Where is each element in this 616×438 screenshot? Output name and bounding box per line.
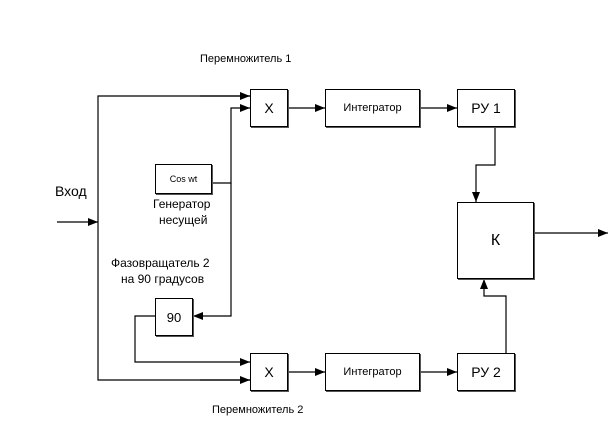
ru1-block: РУ 1 [457, 89, 515, 127]
osc-to-phase [193, 183, 232, 320]
ru2-block: РУ 2 [457, 353, 515, 391]
oscillator-block: Cos wt [155, 164, 212, 194]
multiplier2-label: Перемножитель 2 [212, 404, 304, 416]
oscillator-text: Cos wt [169, 174, 198, 184]
phase-to-mult2 [134, 315, 250, 366]
phase-shifter-text: 90 [166, 309, 182, 325]
integrator1-block: Интегратор [325, 89, 420, 127]
integrator2-block: Интегратор [325, 353, 420, 391]
integrator1-text: Интегратор [343, 102, 402, 114]
ru1-text: РУ 1 [471, 100, 501, 116]
multiplier1-symbol: X [264, 100, 274, 116]
ru2-text: РУ 2 [471, 364, 501, 380]
multiplier2-symbol: X [264, 364, 274, 380]
ru1-to-k [472, 127, 496, 202]
comparator-block: К [457, 202, 534, 279]
phase-shifter-label-line2: на 90 градусов [121, 272, 205, 286]
ru2-to-k [480, 279, 507, 353]
multiplier1-block: X [250, 89, 288, 127]
multiplier2-block: X [250, 353, 288, 391]
phase-shifter-label-line1: Фазовращатель 2 [111, 256, 210, 270]
multiplier1-label: Перемножитель 1 [200, 53, 292, 65]
input-label: Вход [55, 183, 87, 199]
osc-line [211, 104, 250, 184]
input-bus [97, 95, 250, 381]
generator-label-line1: Генератор [153, 197, 211, 211]
comparator-text: К [490, 231, 501, 249]
integrator2-text: Интегратор [343, 366, 402, 378]
phase-shifter-block: 90 [155, 298, 193, 336]
generator-label-line2: несущей [159, 213, 208, 227]
